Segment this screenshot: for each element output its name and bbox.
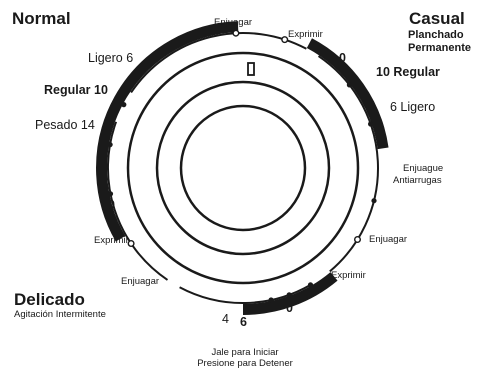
tick-dot-0 — [121, 102, 127, 108]
tick-dot-open-1 — [281, 36, 289, 44]
normal-stop-marker: 0 — [108, 198, 115, 212]
normal-rinse-label: Enjuagar — [214, 17, 253, 28]
casual-cycle-title: Casual — [409, 9, 465, 28]
tick-dot-open-3 — [127, 239, 135, 247]
tick-dot-2 — [107, 191, 114, 197]
normal-heavy-setting: Pesado 14 — [35, 118, 95, 132]
tick-dot-8 — [268, 297, 274, 303]
outer-ring-segment-3 — [106, 121, 169, 281]
outer-ring-segment-1 — [317, 55, 379, 273]
normal-cycle-band — [96, 21, 239, 242]
cycle-bands — [96, 21, 389, 316]
delicate-cycle-band — [242, 272, 338, 316]
tick-dot-5 — [371, 198, 377, 204]
casual-regular-setting: 10 Regular — [376, 65, 440, 79]
delicate-setting-4: 4 — [222, 312, 229, 326]
dial-pointer-indicator — [247, 62, 255, 76]
normal-spin-label: Exprimir — [94, 235, 129, 246]
casual-subtitle-line2: Permanente — [408, 42, 471, 54]
tick-dot-1 — [107, 142, 113, 148]
normal-light-setting: Ligero 6 — [88, 51, 134, 65]
dial-inner-ring-outer — [126, 51, 360, 285]
cycle-tick-dots — [107, 29, 377, 303]
casual-stop-marker: 0 — [339, 51, 346, 65]
delicate-setting-6: 6 — [240, 315, 247, 329]
push-to-stop-instruction: Presione para Detener — [197, 358, 293, 369]
normal-cycle-title: Normal — [12, 9, 71, 28]
casual-antiwrinkle-line2: Antiarrugas — [393, 175, 442, 186]
casual-rinse-label: Enjuagar — [369, 234, 408, 245]
casual-cycle-band — [306, 38, 389, 150]
tick-dot-4 — [368, 121, 374, 127]
tick-dot-open-2 — [354, 235, 362, 243]
casual-antiwrinkle-line1: Enjuague — [403, 163, 444, 174]
tick-dot-6 — [307, 282, 314, 288]
outer-ring-segment-2 — [179, 284, 311, 304]
dial-inner-ring-center[interactable] — [179, 104, 307, 232]
delicate-cycle-title: Delicado — [14, 290, 85, 309]
casual-spin-label-lower: Exprimir — [331, 270, 366, 281]
dial-outer-scale — [106, 31, 379, 304]
delicate-stop-marker: 0 — [286, 301, 293, 315]
outer-ring-segment-0 — [130, 31, 307, 94]
delicate-subtitle: Agitación Intermitente — [14, 309, 106, 320]
pull-to-start-instruction: Jale para Iniciar — [211, 347, 279, 358]
delicate-rinse-label: Enjuagar — [121, 276, 160, 287]
tick-dot-open-0 — [232, 29, 240, 37]
casual-spin-label: Exprimir — [288, 29, 323, 40]
tick-dot-3 — [346, 82, 352, 88]
normal-regular-setting: Regular 10 — [44, 83, 108, 97]
dial-inner-ring-middle — [155, 80, 331, 256]
tick-dot-7 — [286, 292, 292, 298]
casual-subtitle-line1: Planchado — [408, 29, 464, 41]
casual-light-setting: 6 Ligero — [390, 100, 436, 114]
